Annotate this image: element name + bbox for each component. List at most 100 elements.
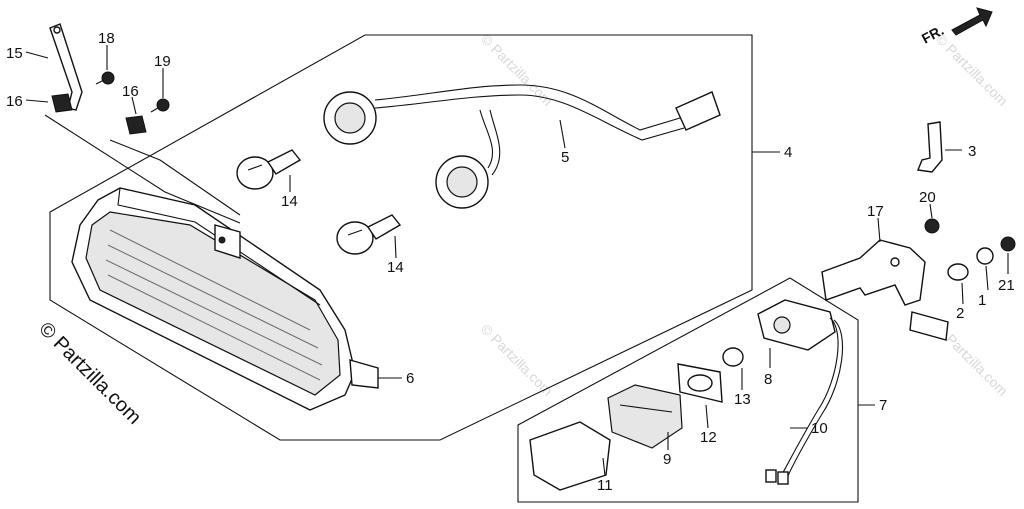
part-mounting-strap <box>49 23 83 111</box>
wire-terminal <box>765 469 777 483</box>
callout-14-lower: 14 <box>387 259 404 276</box>
spacer-body <box>947 263 969 281</box>
background-watermarks: © Partzilla.com © Partzilla.com © Partzi… <box>478 31 1011 399</box>
license-bracket-plate <box>909 311 949 341</box>
leader-line <box>131 96 137 115</box>
base-socket <box>773 316 791 334</box>
lens-side-tab <box>349 359 379 389</box>
harness-branch <box>489 109 501 176</box>
part-wire-harness <box>323 84 721 209</box>
part-license-bracket <box>821 217 949 341</box>
callout-12: 12 <box>700 429 717 446</box>
bracket-body <box>917 121 943 173</box>
callout-15: 15 <box>6 45 23 62</box>
callout-19: 19 <box>154 53 171 70</box>
leader-line <box>25 99 49 103</box>
part-screw-18 <box>95 71 115 85</box>
callout-10: 10 <box>811 420 828 437</box>
callout-labels: 1 2 3 4 5 6 7 8 9 10 11 12 13 14 14 15 1… <box>6 30 1015 494</box>
callout-11: 11 <box>597 477 613 494</box>
copyright-watermark: © Partzilla.com <box>34 318 145 429</box>
part-gasket <box>677 363 723 429</box>
leader-line <box>25 51 49 59</box>
leader-line <box>985 265 989 291</box>
bulb-filament <box>247 164 263 171</box>
watermark-text: © Partzilla.com <box>933 31 1011 109</box>
harness-wire <box>374 94 685 141</box>
part-license-lens-cover <box>607 384 683 450</box>
socket-lower-core <box>446 166 478 198</box>
callout-16-right: 16 <box>122 83 139 100</box>
part-clip-nut-left <box>51 93 73 113</box>
bulb-glass <box>336 221 374 255</box>
wire-body <box>785 319 844 481</box>
cover-edge <box>619 404 673 413</box>
bulb-base <box>266 149 302 175</box>
callout-6: 6 <box>406 370 414 387</box>
nut-body <box>1000 236 1016 252</box>
callout-5: 5 <box>561 149 569 166</box>
callout-2: 2 <box>956 305 964 322</box>
callout-17: 17 <box>867 203 884 220</box>
lens-edge <box>117 187 321 306</box>
bulb-filament <box>347 229 363 236</box>
screw-head <box>101 71 115 85</box>
base-body <box>757 299 836 351</box>
wire-body <box>779 317 839 479</box>
strap-body <box>49 23 83 111</box>
part-taillight-lens <box>71 187 379 411</box>
callout-8: 8 <box>764 371 772 388</box>
lens-face <box>85 211 341 396</box>
bulb-glass <box>722 347 744 367</box>
callout-7: 7 <box>879 397 887 414</box>
bulb-base <box>366 214 402 240</box>
part-license-lamp-cover <box>529 421 611 491</box>
guide-line <box>109 139 241 216</box>
part-nut-21 <box>1000 236 1016 274</box>
assembly-7-border <box>517 277 859 503</box>
part-spacer-2 <box>947 263 969 305</box>
bolt-head <box>976 247 994 265</box>
part-bulb-lower <box>336 214 402 255</box>
guide-line <box>44 114 241 224</box>
callout-1: 1 <box>978 292 986 309</box>
license-bracket-body <box>821 239 926 306</box>
screw-shank <box>150 107 159 113</box>
callout-20: 20 <box>919 189 936 206</box>
leader-line <box>705 404 709 429</box>
part-bolt-1 <box>976 247 994 291</box>
strap-hole <box>53 26 61 34</box>
callout-4: 4 <box>784 144 792 161</box>
front-arrow-icon <box>951 7 993 36</box>
part-screw-19 <box>150 98 170 113</box>
lens-mount-tab <box>214 224 241 259</box>
gasket-hole <box>687 374 713 392</box>
nut-body <box>924 218 940 234</box>
part-license-light-base <box>757 299 836 368</box>
callout-16-left: 16 <box>6 93 23 110</box>
part-bracket-3 <box>917 121 962 173</box>
leader-line <box>929 203 933 219</box>
leader-line <box>559 119 566 149</box>
callout-18: 18 <box>98 30 115 47</box>
leader-line <box>602 457 606 477</box>
callout-13: 13 <box>734 391 751 408</box>
screw-shank <box>95 79 105 85</box>
part-bulb-upper <box>236 149 302 190</box>
wire-terminal <box>777 471 789 485</box>
bulb-glass <box>236 156 274 190</box>
leader-line <box>961 282 964 305</box>
watermark-text: © Partzilla.com <box>478 321 556 399</box>
part-nut-20 <box>924 203 940 234</box>
harness-wire <box>374 84 681 131</box>
callout-21: 21 <box>998 277 1015 294</box>
part-clip-nut-right <box>125 115 147 135</box>
bracket-hole <box>890 257 900 267</box>
lamp-cover-body <box>529 421 611 491</box>
callout-9: 9 <box>663 451 671 468</box>
part-license-wire <box>765 317 844 485</box>
harness-branch <box>479 109 493 169</box>
assembly-4-border <box>49 34 753 441</box>
socket-upper-core <box>334 102 366 134</box>
